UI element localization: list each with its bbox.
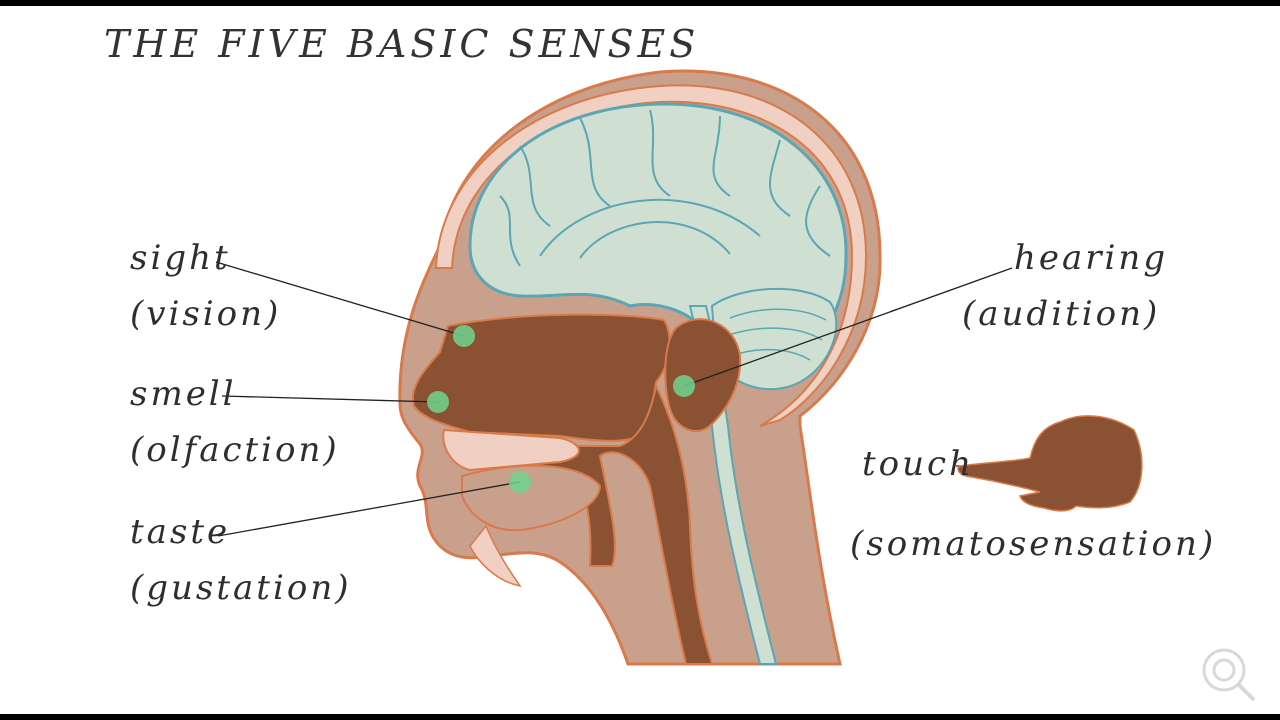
hearing-highlight <box>673 375 695 397</box>
smell-highlight <box>427 391 449 413</box>
nasal-cavity <box>411 313 671 442</box>
touch-label: touch <box>862 444 974 484</box>
somatosensation-label: (somatosensation) <box>850 524 1217 564</box>
olfaction-label: (olfaction) <box>130 430 340 470</box>
ear <box>664 318 742 433</box>
taste-label: taste <box>130 512 231 552</box>
magnifier-logo-icon <box>1202 648 1256 702</box>
page-title: THE FIVE BASIC SENSES <box>104 22 700 66</box>
label-pointer-lines <box>215 261 1013 537</box>
jaw-bone <box>469 524 522 588</box>
diagram-canvas: THE FIVE BASIC SENSES sight (vision) sme… <box>0 6 1280 714</box>
sight-highlight <box>453 325 475 347</box>
skull-outline <box>434 84 868 427</box>
tongue <box>461 464 602 532</box>
pointing-hand-icon <box>957 415 1143 512</box>
head-cross-section-illustration <box>215 69 1143 666</box>
sight-label: sight <box>130 238 231 278</box>
hearing-label: hearing <box>1014 238 1169 278</box>
vision-label: (vision) <box>130 294 282 334</box>
gustation-label: (gustation) <box>130 568 352 608</box>
audition-label: (audition) <box>962 294 1161 334</box>
oral-cavity <box>442 428 580 472</box>
smell-label: smell <box>130 374 237 414</box>
taste-highlight <box>509 471 531 493</box>
sense-highlights <box>427 325 695 493</box>
brain-folds <box>499 109 831 267</box>
